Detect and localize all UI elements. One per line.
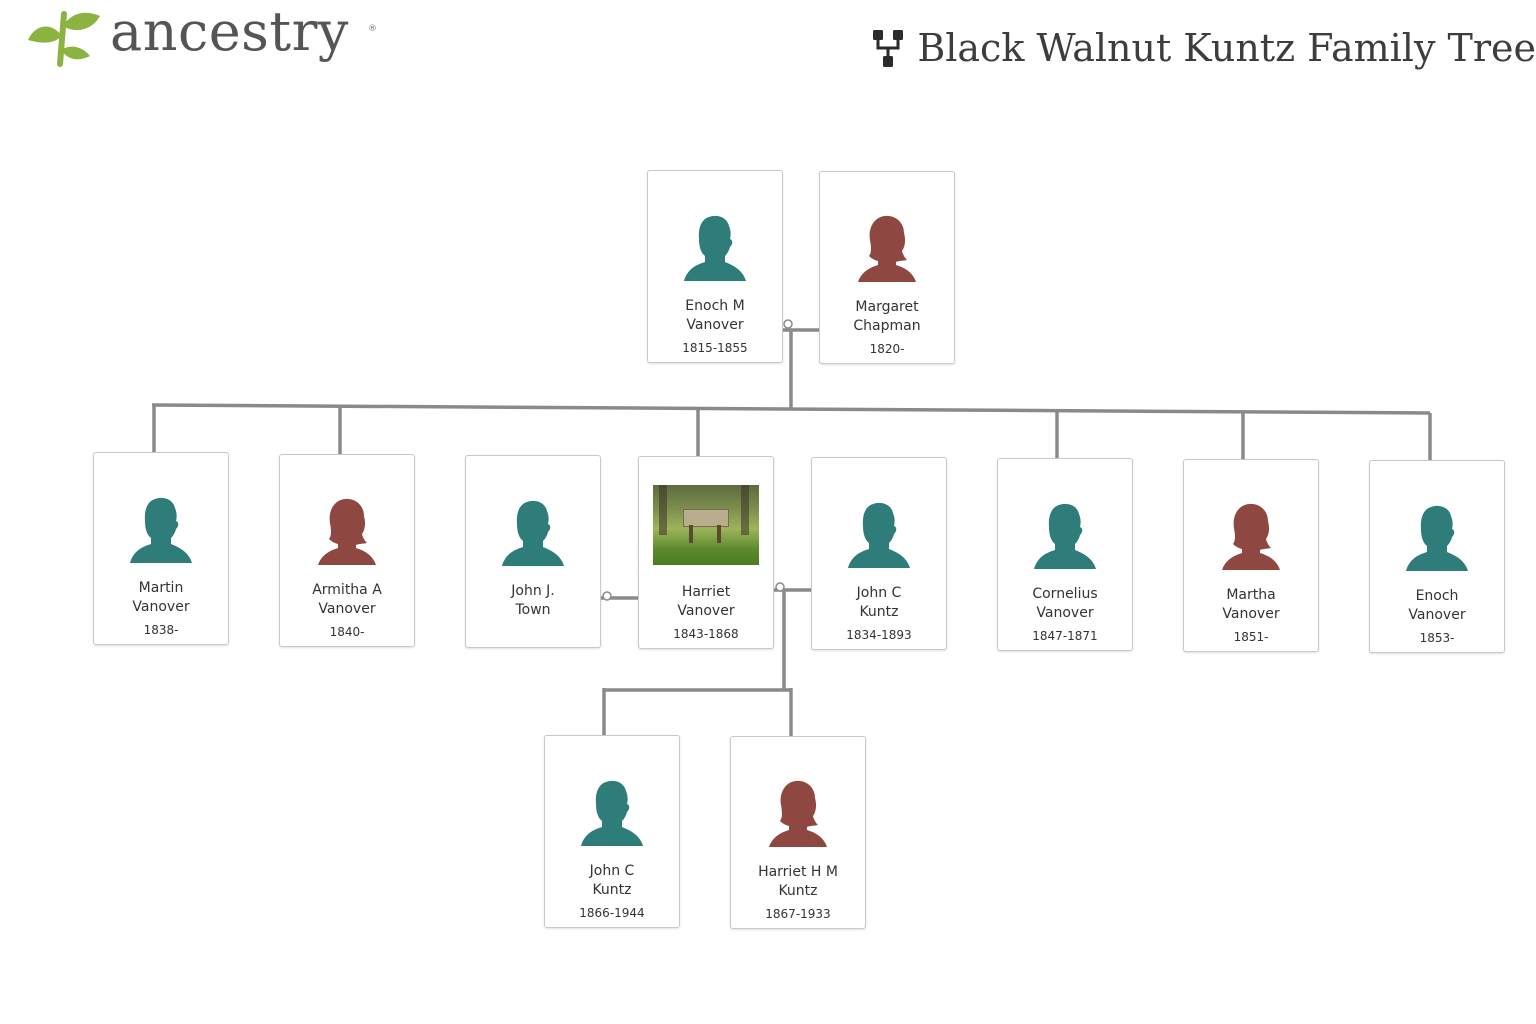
person-dates: 1866-1944 — [545, 906, 679, 920]
person-card[interactable]: Martha Vanover 1851- — [1183, 459, 1319, 652]
person-card[interactable]: John C Kuntz 1866-1944 — [544, 735, 680, 928]
person-dates: 1867-1933 — [731, 907, 865, 921]
person-dates: 1851- — [1184, 630, 1318, 644]
person-name: Margaret Chapman — [824, 298, 950, 336]
person-card[interactable]: Armitha A Vanover 1840- — [279, 454, 415, 647]
person-dates: 1847-1871 — [998, 629, 1132, 643]
person-card[interactable]: Harriet Vanover 1843-1868 — [638, 456, 774, 649]
person-card[interactable]: Martin Vanover 1838- — [93, 452, 229, 645]
person-name: Enoch Vanover — [1374, 587, 1500, 625]
female-silhouette-icon — [855, 214, 919, 282]
person-card[interactable]: John J. Town — [465, 455, 601, 648]
person-name: Martha Vanover — [1188, 586, 1314, 624]
person-dates: 1838- — [94, 623, 228, 637]
male-silhouette-icon — [129, 495, 193, 563]
person-name: Enoch M Vanover — [652, 297, 778, 335]
male-silhouette-icon — [1405, 503, 1469, 571]
person-name: Cornelius Vanover — [1002, 585, 1128, 623]
person-dates: 1820- — [820, 342, 954, 356]
person-card[interactable]: Harriet H M Kuntz 1867-1933 — [730, 736, 866, 929]
person-card[interactable]: Enoch M Vanover 1815-1855 — [647, 170, 783, 363]
marriage-node-kuntz — [776, 583, 784, 591]
female-silhouette-icon — [315, 497, 379, 565]
person-card[interactable]: Enoch Vanover 1853- — [1369, 460, 1505, 653]
marriage-node-town — [603, 592, 611, 600]
person-name: Martin Vanover — [98, 579, 224, 617]
male-silhouette-icon — [580, 778, 644, 846]
person-photo — [653, 485, 759, 565]
person-dates: 1815-1855 — [648, 341, 782, 355]
female-silhouette-icon — [766, 779, 830, 847]
person-dates: 1834-1893 — [812, 628, 946, 642]
male-silhouette-icon — [501, 498, 565, 566]
person-name: Harriet H M Kuntz — [735, 863, 861, 901]
person-card[interactable]: Cornelius Vanover 1847-1871 — [997, 458, 1133, 651]
person-name: John C Kuntz — [549, 862, 675, 900]
male-silhouette-icon — [683, 213, 747, 281]
person-dates: 1843-1868 — [639, 627, 773, 641]
male-silhouette-icon — [847, 500, 911, 568]
person-card[interactable]: John C Kuntz 1834-1893 — [811, 457, 947, 650]
person-name: Armitha A Vanover — [284, 581, 410, 619]
person-dates: 1840- — [280, 625, 414, 639]
person-card[interactable]: Margaret Chapman 1820- — [819, 171, 955, 364]
person-dates: 1853- — [1370, 631, 1504, 645]
marriage-node-parents — [784, 320, 792, 328]
person-name: Harriet Vanover — [643, 583, 769, 621]
person-name: John J. Town — [470, 582, 596, 620]
female-silhouette-icon — [1219, 502, 1283, 570]
male-silhouette-icon — [1033, 501, 1097, 569]
person-name: John C Kuntz — [816, 584, 942, 622]
